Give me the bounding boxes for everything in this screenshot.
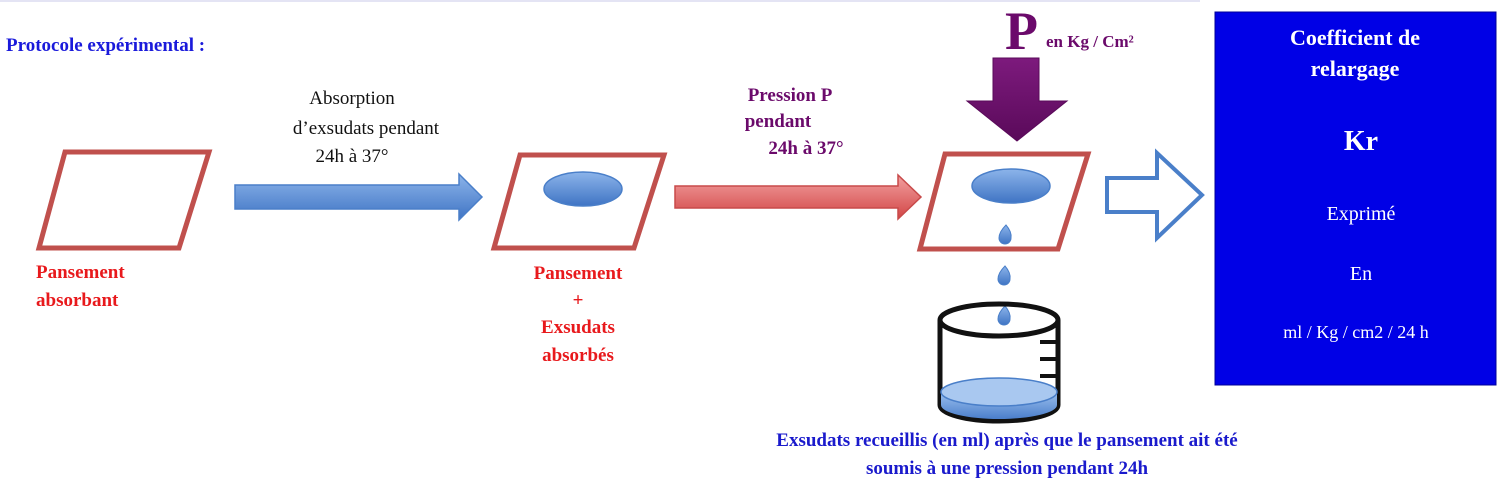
absorption-label-line-1: Absorption [309, 88, 395, 109]
pressure-label-line-3: 24h à 37° [768, 138, 843, 159]
result-unit: ml / Kg / cm2 / 24 h [1283, 322, 1429, 342]
pressure-label-line-2: pendant [745, 111, 812, 132]
dressing-parallelogram [35, 149, 213, 251]
droplet-2 [997, 265, 1011, 286]
pressure-down-arrow [965, 57, 1069, 142]
result-in: En [1350, 263, 1372, 285]
result-title-line-1: Coefficient de [1290, 25, 1420, 50]
collection-caption-line-2: soumis à une pression pendant 24h [866, 458, 1149, 479]
soaked-label-line-4: absorbés [542, 345, 614, 366]
collection-beaker [937, 301, 1061, 424]
absorption-label-line-2: d’exsudats pendant [293, 118, 440, 139]
dressing-label-line-2: absorbant [36, 290, 119, 311]
soaked-label-line-3: Exsudats [541, 317, 615, 338]
pressure-arrow [674, 173, 923, 221]
droplet-1 [998, 224, 1012, 245]
result-symbol: Kr [1344, 126, 1378, 157]
result-box [1214, 11, 1497, 386]
soaked-label-line-1: Pansement [534, 263, 623, 284]
pressure-unit: en Kg / Cm² [1046, 32, 1134, 51]
exudate-blob [543, 171, 623, 207]
result-title-line-2: relargage [1311, 56, 1400, 81]
absorption-label-line-3: 24h à 37° [315, 146, 388, 167]
pressure-label-line-1: Pression P [748, 85, 833, 106]
result-arrow [1105, 148, 1205, 243]
result-expressed: Exprimé [1327, 203, 1396, 225]
pressed-exudate-blob [971, 168, 1051, 204]
pressure-symbol: P [1005, 1, 1038, 61]
droplet-3 [997, 305, 1011, 326]
soaked-label-line-2: + [573, 290, 584, 311]
page-title: Protocole expérimental : [6, 35, 205, 56]
collection-caption-line-1: Exsudats recueillis (en ml) après que le… [776, 430, 1237, 451]
dressing-label-line-1: Pansement [36, 262, 125, 283]
absorption-arrow [234, 172, 484, 222]
